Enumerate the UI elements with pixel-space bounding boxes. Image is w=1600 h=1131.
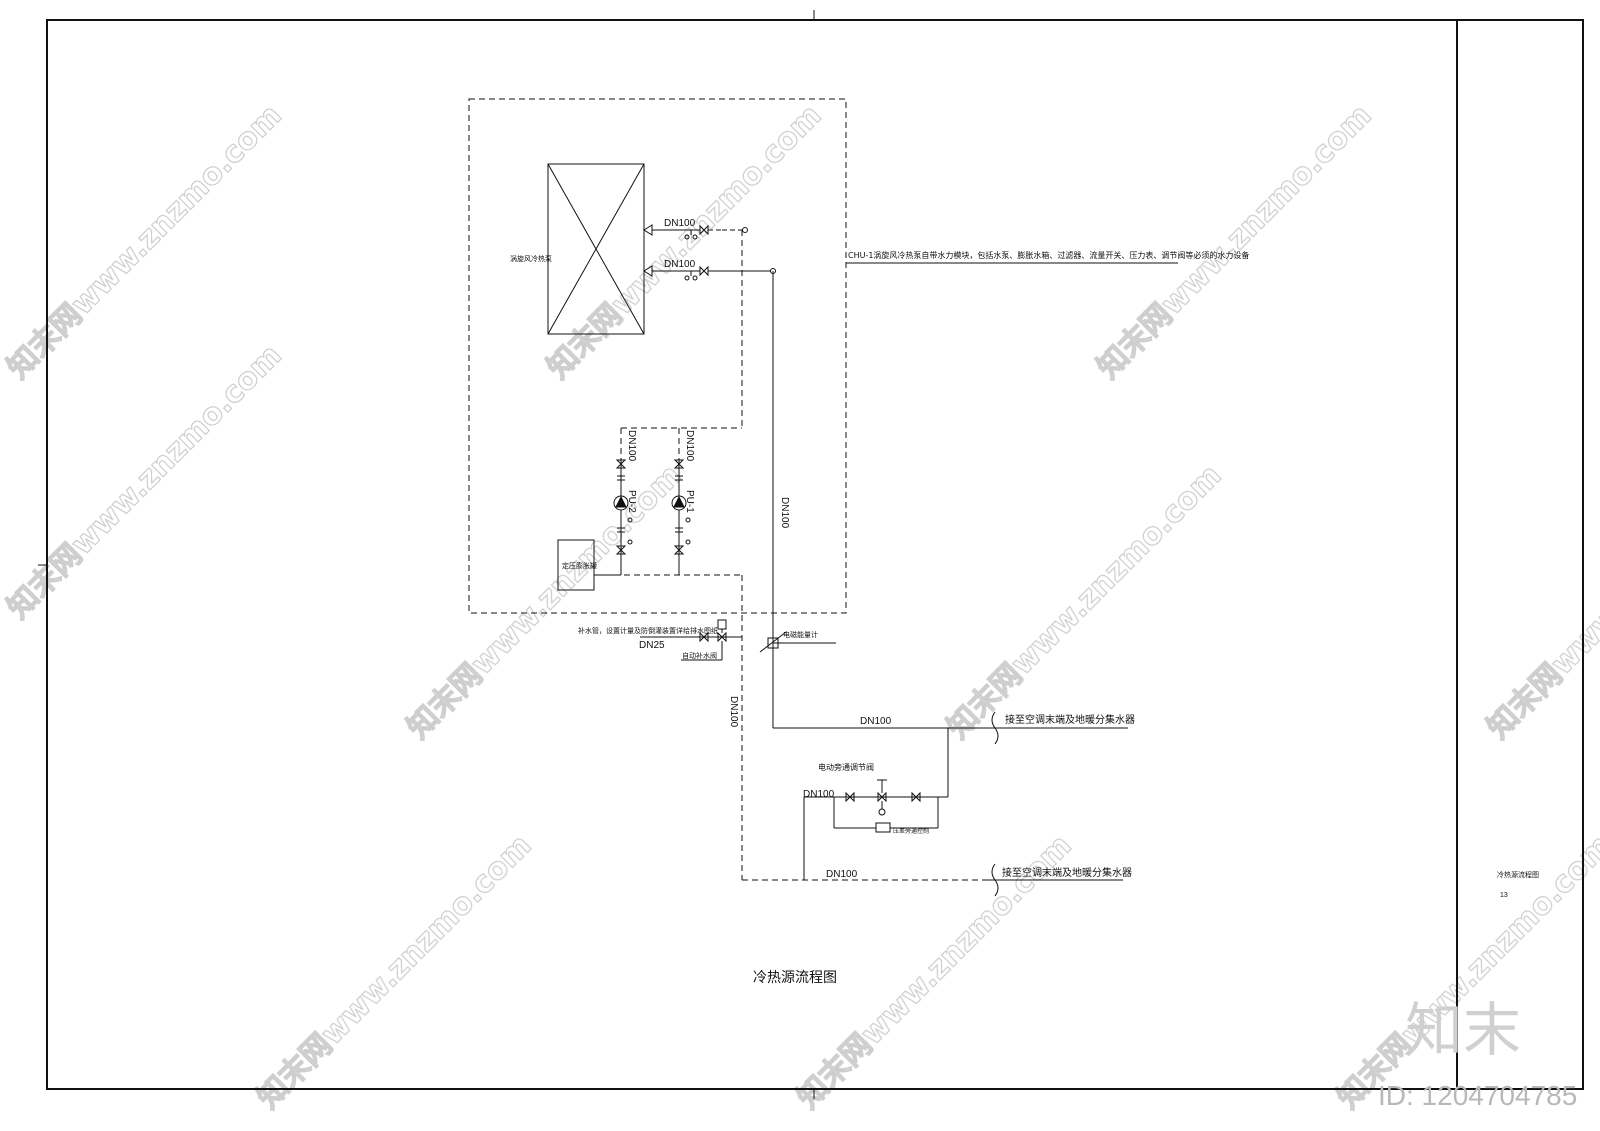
flow-meter-label: 电磁能量计 [783,630,818,639]
watermark-text: 知末网www.znzmo.com [251,828,539,1116]
chu-note: CHU-1涡旋风冷热泵自带水力模块，包括水泵、膨胀水箱、过滤器、流量开关、压力表… [848,250,1249,260]
title-block-number: 13 [1500,892,1508,899]
id-watermark: ID: 1204704785 [1378,1080,1577,1111]
pipe-size-label: DN100 [826,869,858,880]
pipe-size-label: DN100 [728,696,739,728]
heat-pump-label: 涡旋风冷热泵 [510,254,552,263]
break-symbols [991,711,999,897]
pipe-size-label: DN100 [779,497,790,529]
supply-piping [772,271,993,797]
pipe-size-label: DN100 [684,430,695,462]
to-terminal-note: 接至空调末端及地暖分集水器 [1002,866,1132,879]
bypass-valve-label: 电动旁通调节阀 [818,762,874,772]
watermark-text: 知末网www.znzmo.com [1,98,289,386]
watermark-layer: 知末网www.znzmo.com 知末网www.znzmo.com 知末网www… [0,97,1600,1116]
pump-label-pu1: PU-1 [684,490,695,513]
pipe-size-label: DN100 [664,218,696,229]
watermark-text: 知末网www.znzmo.com [541,98,829,386]
equipment-boundary [468,98,847,614]
pipe-size-label: DN100 [860,716,892,727]
watermark-text: 知末网www.znzmo.com [941,458,1229,746]
drawing-title: 冷热源流程图 [753,970,837,986]
heat-pump [547,163,645,335]
pressure-control-label: 压差旁通控制 [893,827,929,835]
expansion-tank [557,539,595,591]
pump-label-pu2: PU-2 [626,490,637,513]
pump-pu1 [671,458,691,575]
makeup-water-line [640,619,742,661]
watermark-text: 知末网www.znzmo.com [1091,98,1379,386]
pipe-size-label: DN25 [639,640,665,651]
watermark-text: 知末网www.znzmo.com [401,458,689,746]
auto-makeup-valve-label: 自动补水阀 [682,651,717,660]
bypass-assembly [803,779,948,880]
pipe-size-label: DN100 [664,259,696,270]
pump-header [620,427,742,458]
hp-connections [643,224,776,428]
flow-meter [759,631,836,653]
makeup-water-note: 补水管，设置计量及防倒灌装置详给排水图纸 [578,626,718,635]
watermark-text: 知末网www.znzmo.com [1331,828,1600,1116]
expansion-tank-label: 定压膨胀罐 [562,561,597,570]
to-terminal-note: 接至空调末端及地暖分集水器 [1005,713,1135,726]
pipe-size-label: DN100 [803,789,835,800]
pipe-size-label: DN100 [626,430,637,462]
watermark-text: 知末网www.znzmo.com [1,338,289,626]
sheet-border [38,10,1584,1099]
title-block-name: 冷热源流程图 [1497,870,1539,879]
brand-watermark: 知末 [1405,996,1521,1064]
pump-pu2 [613,458,633,575]
